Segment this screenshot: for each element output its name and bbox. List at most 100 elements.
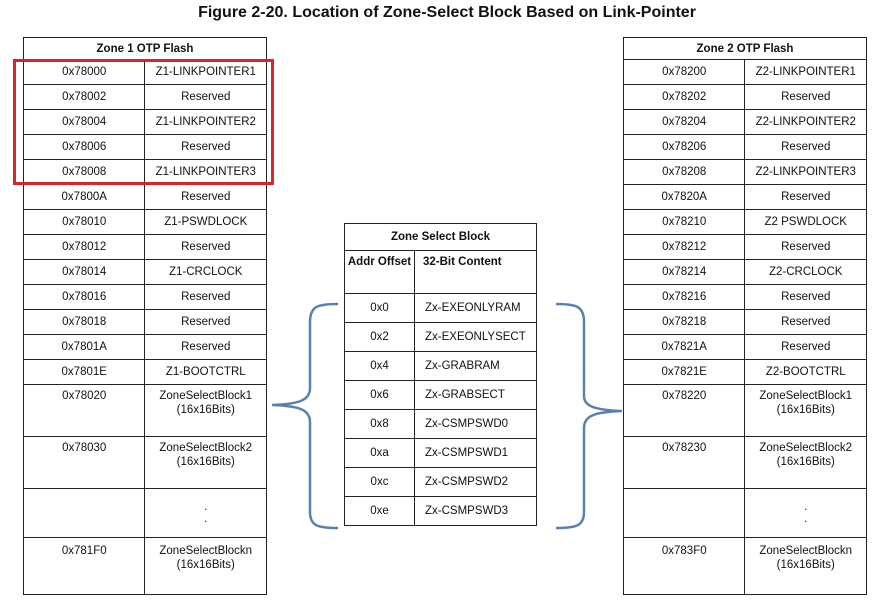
address-cell: 0x78018	[22, 309, 146, 335]
address-cell: 0x7820A	[622, 184, 746, 210]
address-cell: 0x78212	[622, 234, 746, 260]
content-cell: Reserved	[744, 284, 867, 310]
address-cell: 0x7821A	[622, 334, 746, 360]
right-curly-brace	[555, 302, 623, 530]
address-cell: 0x78202	[622, 84, 746, 110]
address-cell: 0x7800A	[22, 184, 146, 210]
content-cell: Z2-LINKPOINTER2	[744, 109, 867, 135]
content-cell: ZoneSelectBlock2 (16x16Bits)	[744, 436, 867, 489]
table-row: ..	[622, 488, 867, 538]
table-row: 0x783F0 ZoneSelectBlockn (16x16Bits)	[622, 537, 867, 595]
address-cell: 0x78220	[622, 384, 746, 437]
content-cell: Reserved	[744, 84, 867, 110]
content-cell: Z1-LINKPOINTER2	[144, 109, 267, 135]
content-cell: Zx-GRABRAM	[414, 351, 537, 381]
content-cell: Zx-CSMPSWD3	[414, 496, 537, 526]
content-cell: Reserved	[744, 309, 867, 335]
ellipsis-dot: .	[204, 513, 208, 525]
figure-title: Figure 2-20. Location of Zone-Select Blo…	[198, 4, 696, 21]
block-size: (16x16Bits)	[176, 404, 235, 416]
address-cell: 0x781F0	[22, 537, 146, 595]
content-cell: Reserved	[144, 134, 267, 160]
table-row: 0x78230 ZoneSelectBlock2 (16x16Bits)	[622, 436, 867, 489]
address-cell: 0x7821E	[622, 359, 746, 385]
content-cell: Zx-EXEONLYRAM	[414, 293, 537, 323]
content-cell: Z1-PSWDLOCK	[144, 209, 267, 235]
offset-cell: 0xa	[344, 438, 415, 468]
content-cell: ZoneSelectBlock1 (16x16Bits)	[744, 384, 867, 437]
block-name: ZoneSelectBlockn	[159, 545, 253, 557]
address-cell: 0x78006	[22, 134, 146, 160]
content-cell: Z2-LINKPOINTER1	[744, 59, 867, 85]
address-cell: 0x7801A	[22, 334, 146, 360]
address-cell: 0x78030	[22, 436, 146, 489]
address-cell: 0x78230	[622, 436, 746, 489]
content-cell: Z2-CRCLOCK	[744, 259, 867, 285]
address-cell: 0x78214	[622, 259, 746, 285]
block-name: ZoneSelectBlockn	[759, 545, 853, 557]
block-name: ZoneSelectBlock2	[759, 442, 853, 454]
table-row: 0x781F0 ZoneSelectBlockn (16x16Bits)	[22, 537, 267, 595]
ellipsis-cell: ..	[744, 488, 867, 538]
content-cell: Zx-CSMPSWD2	[414, 467, 537, 497]
content-header: 32-Bit Content	[414, 250, 537, 294]
offset-cell: 0xc	[344, 467, 415, 497]
content-cell: Reserved	[144, 234, 267, 260]
content-cell: ZoneSelectBlock2(16x16Bits)	[144, 436, 267, 489]
ellipsis-dot: .	[804, 513, 808, 525]
address-cell: 0x78012	[22, 234, 146, 260]
content-cell: Reserved	[144, 309, 267, 335]
address-cell: 0x78004	[22, 109, 146, 135]
offset-cell: 0x8	[344, 409, 415, 439]
content-cell: Z1-BOOTCTRL	[144, 359, 267, 385]
offset-cell: 0xe	[344, 496, 415, 526]
address-cell: 0x78002	[22, 84, 146, 110]
content-cell: ZoneSelectBlockn (16x16Bits)	[744, 537, 867, 595]
block-name: ZoneSelectBlock1	[759, 390, 853, 402]
address-cell: 0x783F0	[622, 537, 746, 595]
content-cell: Z1-CRCLOCK	[144, 259, 267, 285]
block-size: (16x16Bits)	[776, 456, 835, 468]
content-cell: ZoneSelectBlockn (16x16Bits)	[144, 537, 267, 595]
content-cell: Zx-CSMPSWD1	[414, 438, 537, 468]
table-row: 0x78220 ZoneSelectBlock1 (16x16Bits)	[622, 384, 867, 437]
content-cell: Z2-BOOTCTRL	[744, 359, 867, 385]
left-curly-brace	[271, 302, 339, 530]
block-size: (16x16Bits)	[776, 559, 835, 571]
address-cell: 0x78208	[622, 159, 746, 185]
block-size: (16x16Bits)	[776, 404, 835, 416]
ellipsis-cell: ..	[144, 488, 267, 538]
table-row: ..	[22, 488, 267, 538]
block-size: (16x16Bits)	[176, 559, 235, 571]
content-cell: Zx-GRABSECT	[414, 380, 537, 410]
block-name: ZoneSelectBlock2	[159, 442, 253, 454]
ellipsis-dot: .	[204, 501, 208, 513]
link-pointer-highlight-box	[13, 59, 274, 185]
address-cell: 0x78218	[622, 309, 746, 335]
